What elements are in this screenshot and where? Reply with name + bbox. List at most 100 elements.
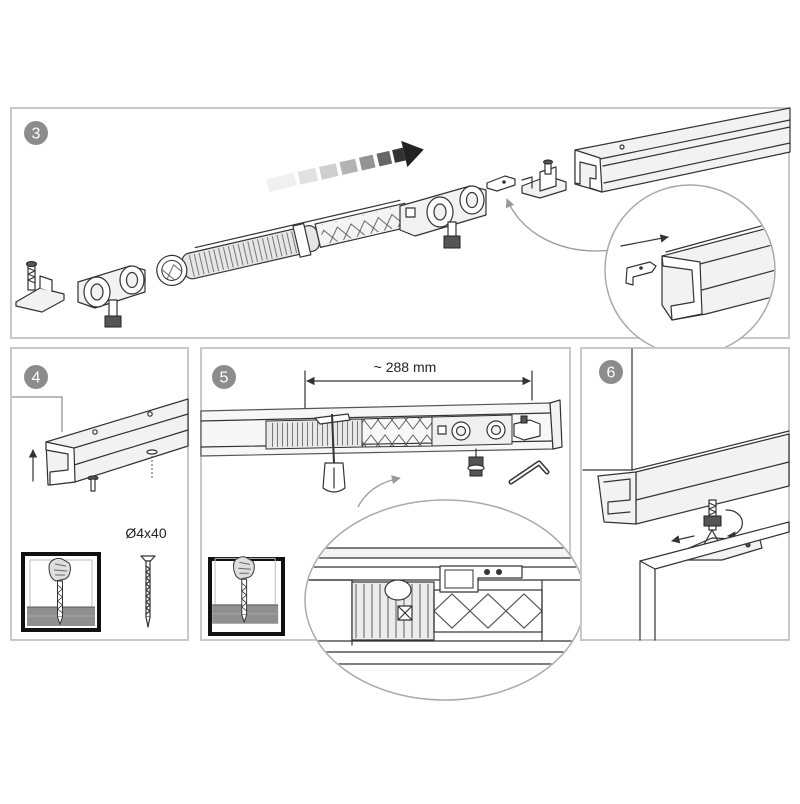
track-rail xyxy=(574,107,791,193)
rail-edge xyxy=(635,461,790,501)
zoom-clip xyxy=(625,261,657,286)
zoom-rail-edges xyxy=(665,221,774,291)
carriage-nut xyxy=(443,235,461,249)
carriage-nut xyxy=(104,315,122,328)
screw-illustration xyxy=(140,555,156,628)
screw-thread xyxy=(145,565,151,615)
zoom-rail-profile xyxy=(661,255,703,321)
rail-edges xyxy=(599,119,791,184)
step-4: 4 Ø4x40 xyxy=(10,347,189,641)
carriage-bolt xyxy=(108,299,118,318)
adjustment-nut xyxy=(467,448,485,477)
step-3: 3 xyxy=(10,107,791,356)
step-badge-circle xyxy=(212,365,236,389)
damper-collar xyxy=(292,222,312,258)
step-number: 4 xyxy=(32,370,41,387)
step-badge-circle xyxy=(24,365,48,389)
zoom-pointer-arrow xyxy=(505,198,613,252)
rail-hole xyxy=(147,411,153,417)
slide-left-arrow xyxy=(671,535,695,544)
bolt-head xyxy=(543,159,553,165)
step-4-badge: 4 xyxy=(24,365,48,389)
wheel-hub xyxy=(433,203,447,221)
door-panel xyxy=(639,521,790,641)
insert-direction-arrow xyxy=(620,234,669,247)
lattice-pattern xyxy=(319,206,406,245)
damper-ribs xyxy=(186,230,300,278)
rail-end-profile xyxy=(549,399,563,450)
carriage-square xyxy=(405,207,416,218)
rail-hole xyxy=(619,144,625,150)
step-number: 6 xyxy=(607,365,616,382)
door-side-edges xyxy=(639,560,656,641)
zoom-detail-rail-insert xyxy=(604,184,776,356)
end-stopper xyxy=(513,419,541,441)
zoom-damper-ring xyxy=(384,579,412,601)
damper-lattice xyxy=(361,416,433,448)
zoom-clip-hole xyxy=(484,569,490,575)
drill-hole-inset xyxy=(21,552,101,632)
bolt-nut xyxy=(703,515,722,527)
zoom-clip-hole xyxy=(496,569,502,575)
damper-ribs xyxy=(268,421,360,447)
step-6-badge: 6 xyxy=(599,360,623,384)
track-with-components xyxy=(200,399,563,457)
arrow-segment xyxy=(297,167,319,185)
bolt-thread xyxy=(27,267,36,284)
stopper-fin xyxy=(39,275,53,292)
clip-body xyxy=(486,175,516,192)
carriage-square xyxy=(437,425,447,435)
wheel-hub xyxy=(125,271,139,289)
ceiling-block-edges xyxy=(582,348,790,471)
step-badge-circle xyxy=(599,360,623,384)
zoom-square-cross xyxy=(397,605,413,621)
dimension-marker: ~ 288 mm xyxy=(304,359,533,411)
zoom-clip-hole xyxy=(639,266,643,270)
roller-carriage-left xyxy=(77,265,146,328)
step-number: 5 xyxy=(220,370,229,387)
step-5: 5 ~ 288 mm xyxy=(200,347,586,701)
end-stopper-right xyxy=(521,159,567,199)
zoom-rail-top xyxy=(306,548,584,558)
zoom-rail-body xyxy=(661,225,774,321)
step-badge-circle xyxy=(24,121,48,145)
bolt-thread xyxy=(708,502,717,516)
allen-key xyxy=(508,460,550,485)
arrow-segment xyxy=(392,147,406,163)
track-rail xyxy=(45,398,189,486)
step-3-badge: 3 xyxy=(24,121,48,145)
slide-direction-arrow xyxy=(266,140,424,192)
rail-profile-inner xyxy=(603,478,631,515)
damper-top-rail xyxy=(194,199,401,249)
rotate-arrow xyxy=(725,509,743,540)
bolt-head xyxy=(26,261,37,267)
track-rail xyxy=(597,433,790,525)
end-stopper-left xyxy=(15,261,65,313)
wheel-hub xyxy=(90,283,104,301)
soft-close-damper xyxy=(156,199,411,287)
dimension-label: ~ 288 mm xyxy=(374,359,437,375)
zoom-content xyxy=(306,547,584,665)
ceiling-edge xyxy=(12,396,63,432)
arrow-head xyxy=(401,140,424,168)
track-clip xyxy=(486,175,516,192)
rail-hole xyxy=(92,429,98,435)
zoom-damper-lattice xyxy=(433,589,543,633)
step-6: 6 xyxy=(580,347,790,641)
carriage-bolt xyxy=(447,221,457,238)
roller-carriage-right xyxy=(399,185,487,249)
zoom-rail-bottom-lines xyxy=(306,579,584,665)
allen-key-fill xyxy=(510,462,548,483)
mounting-screw-left xyxy=(87,475,99,492)
rail-body xyxy=(45,398,189,486)
wheel-hub xyxy=(490,424,502,436)
rail-end-profile xyxy=(45,441,76,486)
arrow-segment xyxy=(319,163,339,180)
damper-wheel-hub xyxy=(161,259,183,281)
screw-tip xyxy=(145,616,151,628)
wheel-hub xyxy=(455,425,467,437)
screwdriver xyxy=(322,413,346,493)
arrow-segment xyxy=(266,172,297,192)
step-number: 3 xyxy=(32,126,41,143)
